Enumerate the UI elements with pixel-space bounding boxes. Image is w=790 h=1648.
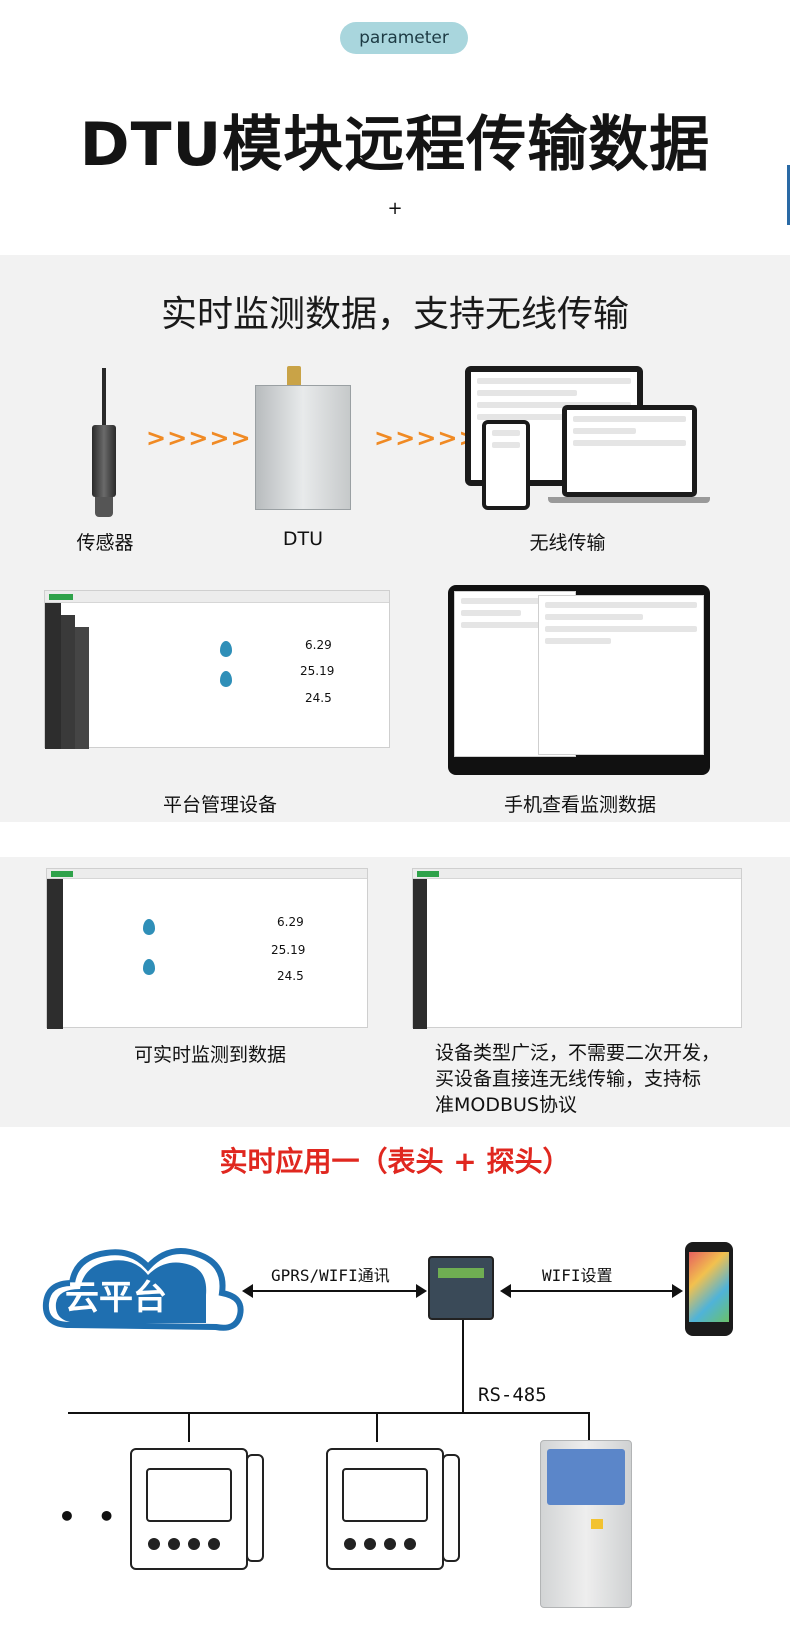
- platform-screenshot: 6.29 25.19 24.5: [44, 590, 390, 749]
- antenna-icon: [287, 366, 301, 388]
- sensor-icon: [92, 425, 116, 497]
- water-drop-icon: [220, 641, 232, 657]
- edge-bar: [787, 165, 790, 225]
- caption-devices-2: 买设备直接连无线传输，支持标: [435, 1068, 702, 1090]
- link-line: [506, 1290, 674, 1292]
- caption-sensor: 传感器: [76, 532, 134, 554]
- bus-line: [68, 1412, 590, 1414]
- bus-drop: [376, 1412, 378, 1442]
- link-wifi-label: WIFI设置: [542, 1266, 613, 1285]
- arrow-head-icon: [672, 1284, 683, 1298]
- caption-devices-3: 准MODBUS协议: [435, 1094, 577, 1116]
- bus-label: RS-485: [478, 1384, 547, 1406]
- caption-realtime: 可实时监测到数据: [133, 1044, 286, 1066]
- link-gprs-label: GPRS/WIFI通讯: [271, 1266, 390, 1285]
- phone-icon: [482, 420, 530, 510]
- caption-devices-1: 设备类型广泛，不需要二次开发，: [435, 1042, 721, 1064]
- plus-sign: +: [387, 198, 403, 219]
- arrow-head-icon: [416, 1284, 427, 1298]
- caption-phone: 手机查看监测数据: [503, 794, 656, 816]
- sensor-tip: [95, 497, 113, 517]
- value: 24.5: [305, 691, 332, 705]
- water-drop-icon: [143, 959, 155, 975]
- monitor-screenshot: 6.29 25.19 24.5: [46, 868, 368, 1029]
- value: 6.29: [277, 915, 304, 929]
- dtu-device-icon: [255, 385, 351, 510]
- water-drop-icon: [143, 919, 155, 935]
- phone-screenshots: [448, 585, 710, 775]
- device-list-screenshot: [412, 868, 742, 1029]
- laptop-base: [548, 497, 710, 503]
- arrow-icon: >>>>>: [374, 424, 480, 452]
- cloud-icon: [42, 1248, 244, 1331]
- link-line: [246, 1290, 422, 1292]
- sensor-cable: [102, 368, 106, 428]
- value: 24.5: [277, 969, 304, 983]
- bus-drop: [188, 1412, 190, 1442]
- cloud-label: 云平台: [65, 1278, 167, 1318]
- value: 25.19: [271, 943, 306, 957]
- value: 25.19: [300, 664, 335, 678]
- caption-wireless: 无线传输: [529, 532, 606, 554]
- controller-meter-icon: [130, 1448, 248, 1570]
- controller-side: [442, 1454, 460, 1562]
- controller-meter-icon: [326, 1448, 444, 1570]
- value: 6.29: [305, 638, 332, 652]
- bus-drop: [588, 1412, 590, 1448]
- arrow-head-icon: [500, 1284, 511, 1298]
- gateway-device-icon: [428, 1256, 494, 1320]
- page-title: DTU模块远程传输数据: [79, 110, 711, 180]
- section-title: 实时监测数据，支持无线传输: [160, 294, 629, 335]
- caption-platform: 平台管理设备: [162, 794, 277, 816]
- smartphone-icon: [685, 1242, 733, 1336]
- caption-dtu: DTU: [282, 528, 324, 550]
- application-title: 实时应用一（表头 + 探头）: [219, 1145, 571, 1178]
- water-drop-icon: [220, 671, 232, 687]
- bus-line: [462, 1320, 464, 1412]
- controller-side: [246, 1454, 264, 1562]
- parameter-pill: parameter: [340, 22, 468, 54]
- laptop-icon: [562, 405, 697, 497]
- arrow-head-icon: [242, 1284, 253, 1298]
- analyzer-cabinet-icon: [540, 1440, 632, 1608]
- arrow-icon: >>>>>: [146, 424, 252, 452]
